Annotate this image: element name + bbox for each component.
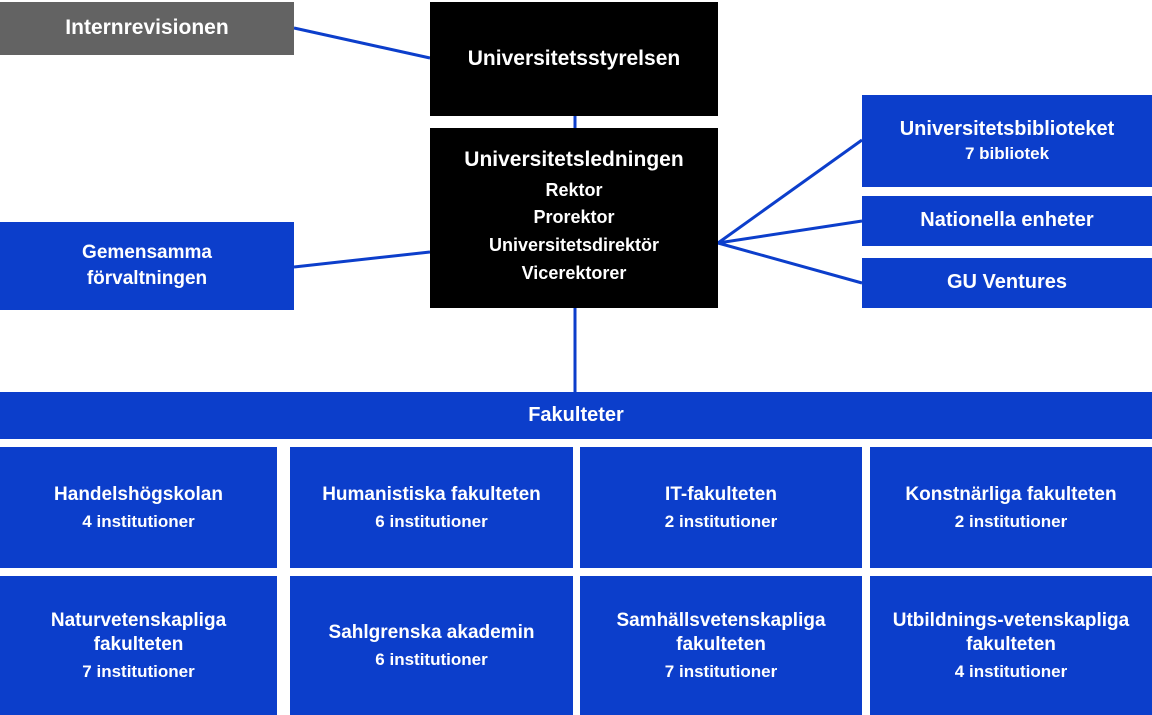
node-nationella-enheter[interactable]: Nationella enheter	[862, 196, 1152, 246]
faculty-institution-count: 7 institutioner	[82, 661, 195, 681]
connector-leadership-to-gu-ventures	[717, 241, 863, 285]
node-gu-ventures[interactable]: GU Ventures	[862, 258, 1152, 308]
connector-internal-audit-to-board	[293, 26, 431, 60]
faculties-header-bar[interactable]: Fakulteter	[0, 392, 1152, 439]
faculty-cell-sahlgrenska-akademin[interactable]: Sahlgrenska akademin 6 institutioner	[290, 576, 573, 715]
faculty-institution-count: 2 institutioner	[664, 511, 778, 531]
node-internrevisionen[interactable]: Internrevisionen	[0, 2, 294, 55]
connector-leadership-to-national-units	[717, 219, 863, 245]
node-universitetsbiblioteket-count: 7 bibliotek	[964, 144, 1050, 164]
node-universitetsstyrelsen[interactable]: Universitetsstyrelsen	[430, 2, 718, 116]
faculty-institution-count: 6 institutioner	[375, 511, 488, 531]
faculty-cell-konstnarliga-fakulteten[interactable]: Konstnärliga fakulteten 2 institutioner	[870, 447, 1152, 568]
node-universitetsbiblioteket-title: Universitetsbiblioteket	[899, 117, 1115, 140]
node-internrevisionen-title: Internrevisionen	[65, 16, 229, 40]
node-gemensamma-forvaltningen[interactable]: Gemensamma förvaltningen	[0, 222, 294, 310]
node-gemensamma-forvaltningen-line2: förvaltningen	[86, 268, 208, 289]
node-gu-ventures-title: GU Ventures	[946, 271, 1068, 294]
faculty-title: Konstnärliga fakulteten	[905, 484, 1117, 506]
node-universitetsstyrelsen-title: Universitetsstyrelsen	[467, 46, 681, 70]
faculty-cell-handelshogskolan[interactable]: Handelshögskolan 4 institutioner	[0, 447, 277, 568]
node-universitetsledningen-title: Universitetsledningen	[464, 147, 684, 171]
faculty-title: Handelshögskolan	[54, 484, 223, 506]
faculty-title: Sahlgrenska akademin	[328, 622, 535, 644]
leadership-role-prorektor: Prorektor	[533, 207, 615, 228]
faculty-title: Humanistiska fakulteten	[322, 484, 541, 506]
faculty-title: Naturvetenskapliga fakulteten	[50, 610, 227, 655]
node-nationella-enheter-title: Nationella enheter	[920, 209, 1094, 232]
faculty-institution-count: 6 institutioner	[375, 649, 488, 669]
leadership-role-universitetsdirektor: Universitetsdirektör	[488, 235, 660, 256]
faculty-cell-naturvetenskapliga-fakulteten[interactable]: Naturvetenskapliga fakulteten 7 institut…	[0, 576, 277, 715]
leadership-role-vicerektorer: Vicerektorer	[521, 263, 627, 284]
faculty-title: Utbildnings-vetenskapliga fakulteten	[892, 610, 1130, 655]
faculty-title: Samhällsvetenskapliga fakulteten	[616, 610, 826, 655]
connector-leadership-to-library	[717, 138, 863, 245]
faculty-cell-utbildningsvetenskapliga-fakulteten[interactable]: Utbildnings-vetenskapliga fakulteten 4 i…	[870, 576, 1152, 715]
node-universitetsledningen[interactable]: Universitetsledningen Rektor Prorektor U…	[430, 128, 718, 308]
faculty-institution-count: 7 institutioner	[664, 661, 778, 681]
faculties-header-title: Fakulteter	[528, 403, 624, 426]
faculty-institution-count: 4 institutioner	[954, 661, 1068, 681]
faculty-cell-humanistiska-fakulteten[interactable]: Humanistiska fakulteten 6 institutioner	[290, 447, 573, 568]
connector-admin-to-leadership	[293, 250, 431, 269]
faculty-title: IT-fakulteten	[665, 484, 777, 506]
faculty-cell-samhallsvetenskapliga-fakulteten[interactable]: Samhällsvetenskapliga fakulteten 7 insti…	[580, 576, 862, 715]
faculty-institution-count: 2 institutioner	[954, 511, 1068, 531]
node-gemensamma-forvaltningen-line1: Gemensamma	[82, 242, 212, 264]
leadership-role-rektor: Rektor	[545, 179, 603, 200]
node-universitetsbiblioteket[interactable]: Universitetsbiblioteket 7 bibliotek	[862, 95, 1152, 187]
faculty-institution-count: 4 institutioner	[82, 511, 195, 531]
faculty-cell-it-fakulteten[interactable]: IT-fakulteten 2 institutioner	[580, 447, 862, 568]
